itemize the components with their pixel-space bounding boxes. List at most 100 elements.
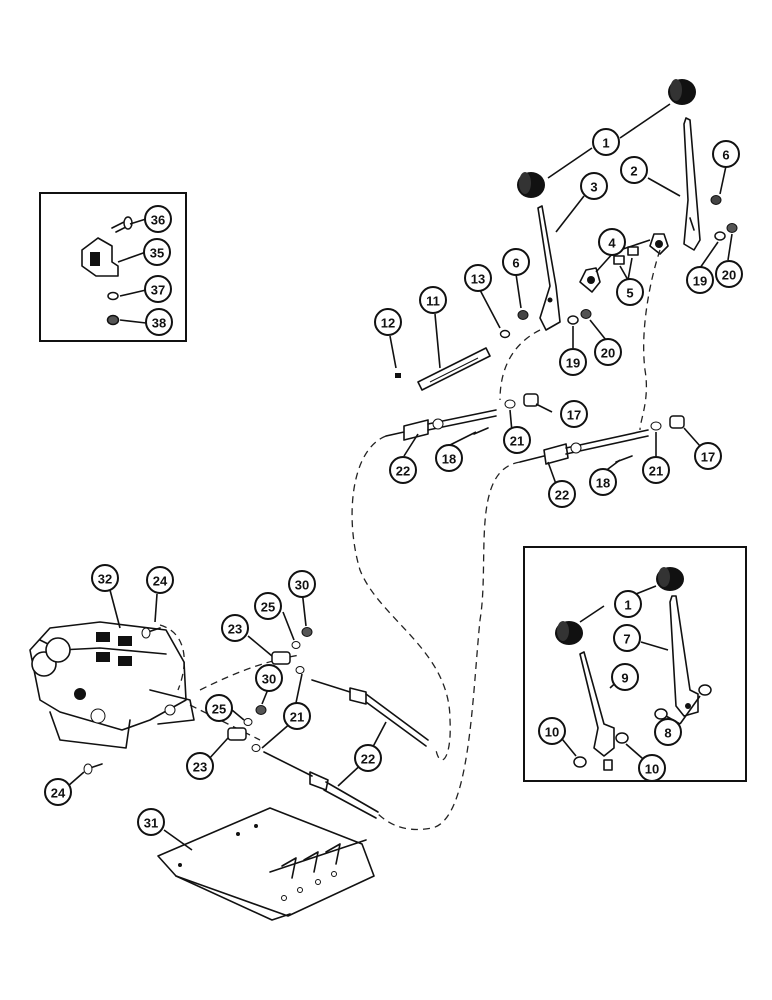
callout-circle bbox=[620, 156, 648, 184]
callout-number: 22 bbox=[361, 752, 375, 767]
callout-circle bbox=[715, 260, 743, 288]
callout-number: 11 bbox=[426, 294, 440, 309]
callout-number: 25 bbox=[212, 702, 226, 717]
callout-number: 8 bbox=[664, 726, 671, 741]
callout-c10a: 10 bbox=[538, 717, 566, 745]
callout-c22c: 22 bbox=[354, 744, 382, 772]
callout-circle bbox=[538, 717, 566, 745]
callout-circle bbox=[419, 286, 447, 314]
callout-number: 3 bbox=[590, 180, 597, 195]
callout-circle bbox=[694, 442, 722, 470]
callout-c11: 11 bbox=[419, 286, 447, 314]
callout-c36: 36 bbox=[144, 205, 172, 233]
callout-number: 22 bbox=[396, 464, 410, 479]
callout-circle bbox=[712, 140, 740, 168]
callout-c3: 3 bbox=[580, 172, 608, 200]
callout-c19a: 19 bbox=[559, 348, 587, 376]
callout-circle bbox=[144, 205, 172, 233]
callout-circle bbox=[221, 614, 249, 642]
callout-circle bbox=[354, 744, 382, 772]
callout-number: 19 bbox=[693, 274, 707, 289]
callout-c8: 8 bbox=[654, 718, 682, 746]
callout-number: 17 bbox=[701, 450, 715, 465]
callout-c25a: 25 bbox=[254, 592, 282, 620]
callout-circle bbox=[144, 275, 172, 303]
callout-c9: 9 bbox=[611, 663, 639, 691]
callout-c37: 37 bbox=[144, 275, 172, 303]
callout-c2: 2 bbox=[620, 156, 648, 184]
callout-c23b: 23 bbox=[186, 752, 214, 780]
callout-circle bbox=[611, 663, 639, 691]
callout-number: 19 bbox=[566, 356, 580, 371]
mounting-plate bbox=[157, 807, 375, 921]
callout-circle bbox=[91, 564, 119, 592]
callout-number: 20 bbox=[722, 268, 736, 283]
callout-circle bbox=[283, 702, 311, 730]
callout-c18b: 18 bbox=[589, 468, 617, 496]
callout-number: 5 bbox=[626, 286, 633, 301]
callout-c12: 12 bbox=[374, 308, 402, 336]
callout-circle bbox=[613, 624, 641, 652]
callout-number: 1 bbox=[602, 136, 609, 151]
callout-circle bbox=[589, 468, 617, 496]
callout-circle bbox=[435, 444, 463, 472]
callout-c22a: 22 bbox=[389, 456, 417, 484]
callout-number: 18 bbox=[442, 452, 456, 467]
callout-number: 12 bbox=[381, 316, 395, 331]
callout-c32: 32 bbox=[91, 564, 119, 592]
callout-circle bbox=[145, 308, 173, 336]
cable-routing-lines bbox=[159, 249, 661, 831]
callout-circle bbox=[255, 664, 283, 692]
callout-number: 23 bbox=[228, 622, 242, 637]
callout-circle bbox=[288, 570, 316, 598]
callout-c25b: 25 bbox=[205, 694, 233, 722]
callout-c17a: 17 bbox=[560, 400, 588, 428]
callout-circle bbox=[146, 566, 174, 594]
callout-number: 7 bbox=[623, 632, 630, 647]
callout-c30a: 30 bbox=[288, 570, 316, 598]
callout-c24b: 24 bbox=[44, 778, 72, 806]
callout-number: 37 bbox=[151, 283, 165, 298]
callout-circle bbox=[642, 456, 670, 484]
callout-circle bbox=[137, 808, 165, 836]
callout-number: 38 bbox=[152, 316, 166, 331]
callout-circle bbox=[389, 456, 417, 484]
callout-circle bbox=[374, 308, 402, 336]
callout-number: 1 bbox=[624, 598, 631, 613]
callout-circle bbox=[686, 266, 714, 294]
lower-cables bbox=[207, 589, 429, 819]
callout-c6a: 6 bbox=[712, 140, 740, 168]
callout-c1b: 1 bbox=[614, 590, 642, 618]
callout-number: 25 bbox=[261, 600, 275, 615]
upper-lever-assembly bbox=[389, 79, 738, 391]
callout-c20b: 20 bbox=[715, 260, 743, 288]
callout-number: 4 bbox=[608, 236, 616, 251]
callout-number: 6 bbox=[722, 148, 729, 163]
callout-number: 22 bbox=[555, 488, 569, 503]
callout-number: 18 bbox=[596, 476, 610, 491]
callout-c18a: 18 bbox=[435, 444, 463, 472]
callout-circle bbox=[548, 480, 576, 508]
callout-circle bbox=[616, 278, 644, 306]
callout-c21c: 21 bbox=[283, 702, 311, 730]
callout-number: 10 bbox=[645, 762, 659, 777]
callout-number: 32 bbox=[98, 572, 112, 587]
callout-circle bbox=[143, 238, 171, 266]
callout-number: 9 bbox=[621, 671, 628, 686]
callout-c22b: 22 bbox=[548, 480, 576, 508]
callout-circle bbox=[205, 694, 233, 722]
callout-number: 24 bbox=[153, 574, 168, 589]
callout-circle bbox=[638, 754, 666, 782]
callout-c21a: 21 bbox=[503, 426, 531, 454]
callout-c38: 38 bbox=[145, 308, 173, 336]
callout-number: 35 bbox=[150, 246, 164, 261]
callout-number: 10 bbox=[545, 725, 559, 740]
callout-c24a: 24 bbox=[146, 566, 174, 594]
callout-circle bbox=[464, 264, 492, 292]
callout-circle bbox=[614, 590, 642, 618]
callout-circle bbox=[654, 718, 682, 746]
callout-number: 17 bbox=[567, 408, 581, 423]
control-valve bbox=[29, 589, 195, 787]
callout-number: 31 bbox=[144, 816, 158, 831]
